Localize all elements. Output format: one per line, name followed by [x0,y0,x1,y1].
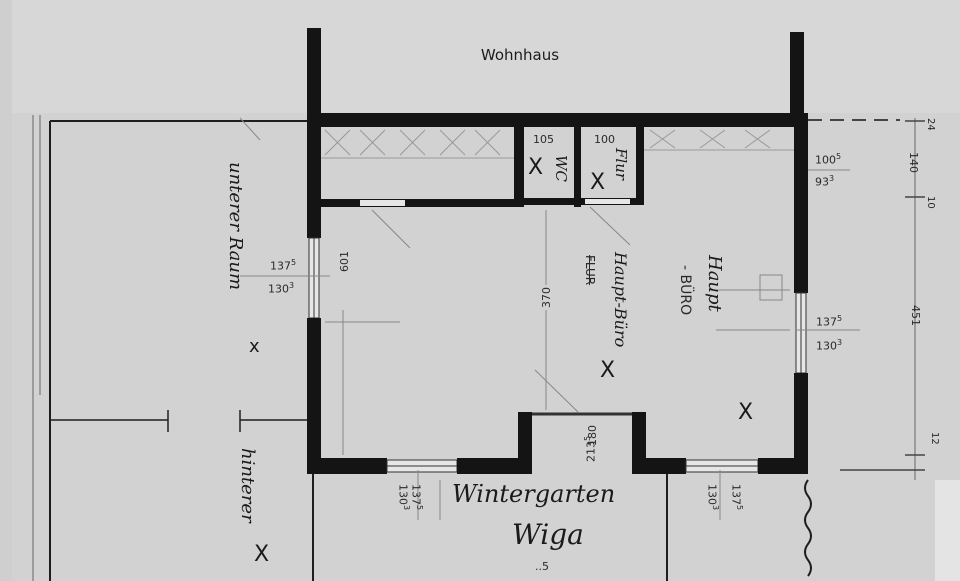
dim-sup: 3 [289,281,295,290]
dim-sup: 5 [837,314,843,323]
dim-sup: 5 [836,152,842,161]
room-label-buero: - BÜRO [677,265,693,316]
room-label-wiga: Wiga [512,518,584,551]
dim-center-height: 370 [540,287,553,308]
dim-window-right-lower: 1303 [816,338,842,353]
dim-value: 130 [705,484,719,505]
room-mark-hinterer: X [254,542,270,567]
dim-right-edge-1: 24 [925,118,936,131]
dim-bottom-right-window-b: 1303 [705,484,720,510]
room-label-flur: Flur [612,148,630,181]
room-note: ..5 [535,560,549,573]
dim-bottom-left-window-a: 1375 [409,484,424,510]
dim-sup: 3 [711,505,720,511]
room-mark-center: X [600,358,616,383]
dim-window-left-upper: 1375 [270,258,296,273]
dim-window-right-upper: 1375 [816,314,842,329]
dim-sup: 3 [402,505,411,511]
dim-left-room-width: 601 [338,251,351,272]
dim-sup: 5 [291,258,297,267]
room-label-wc: WC [552,155,570,182]
dim-right-edge-2: 140 [907,152,920,173]
room-label-haupt-buero-center: Haupt-Büro [611,252,630,348]
dim-value: 130 [268,282,289,296]
dim-sup: 3 [837,338,843,347]
dim-right-edge-5: 12 [929,432,940,445]
dimension-flur: 100 [594,133,615,146]
room-mark-flur: X [590,170,606,195]
dim-sup: 5 [415,505,424,511]
dim-value: 100 [815,153,836,167]
room-mark-haupt-buero: X [738,400,754,425]
room-label-unterer-raum: unterer Raum [225,162,246,291]
dim-door-a: 180 [586,425,599,446]
dimension-wc: 105 [533,133,554,146]
dim-sup: 5 [735,505,744,511]
dim-value: 130 [396,484,410,505]
room-mark-wc: X [528,155,544,180]
room-label-hinterer: hinterer [237,448,258,523]
dim-value: 137 [729,484,743,505]
dim-window-top-right-lower: 933 [815,174,834,189]
dim-bottom-right-window-a: 1375 [729,484,744,510]
room-label-wintergarten: Wintergarten [452,480,616,508]
dim-bottom-left-window-b: 1303 [396,484,411,510]
dim-value: 137 [270,259,291,273]
room-mark-unterer-raum: x [249,336,260,357]
dim-value: 130 [816,339,837,353]
dim-value: 93 [815,175,829,189]
building-label-wohnhaus: Wohnhaus [480,46,560,64]
dim-value: 137 [409,484,423,505]
room-label-flur-struck: FLUR [583,255,597,286]
dim-window-left-lower: 1303 [268,281,294,296]
dim-sup: 3 [829,174,835,183]
room-label-haupt: Haupt [704,255,725,312]
dim-value: 137 [816,315,837,329]
dim-right-edge-4: 451 [909,305,922,326]
dim-right-edge-3: 10 [925,196,936,209]
dim-window-top-right-upper: 1005 [815,152,841,167]
